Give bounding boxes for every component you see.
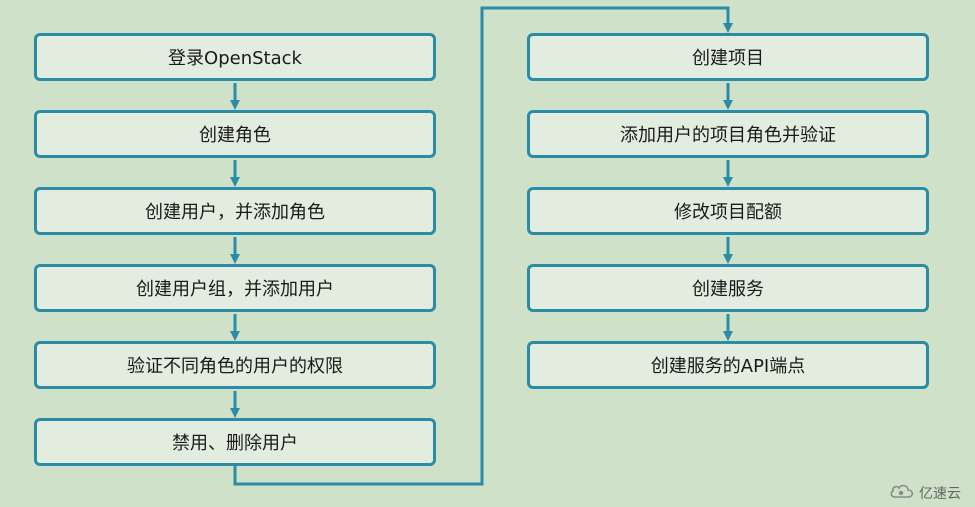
step-add-project-role-verify: 添加用户的项目角色并验证: [527, 110, 929, 158]
step-create-service: 创建服务: [527, 264, 929, 312]
step-create-project: 创建项目: [527, 33, 929, 81]
step-disable-delete-user: 禁用、删除用户: [34, 418, 436, 466]
step-verify-permissions: 验证不同角色的用户的权限: [34, 341, 436, 389]
cloud-logo-icon: [889, 483, 915, 503]
step-create-group-add-user: 创建用户组，并添加用户: [34, 264, 436, 312]
step-login-openstack: 登录OpenStack: [34, 33, 436, 81]
step-create-api-endpoint: 创建服务的API端点: [527, 341, 929, 389]
step-modify-quota: 修改项目配额: [527, 187, 929, 235]
connector-left-to-right: [233, 6, 733, 486]
step-create-role: 创建角色: [34, 110, 436, 158]
watermark-text: 亿速云: [919, 486, 961, 502]
watermark: 亿速云: [889, 483, 961, 503]
step-create-user-add-role: 创建用户，并添加角色: [34, 187, 436, 235]
